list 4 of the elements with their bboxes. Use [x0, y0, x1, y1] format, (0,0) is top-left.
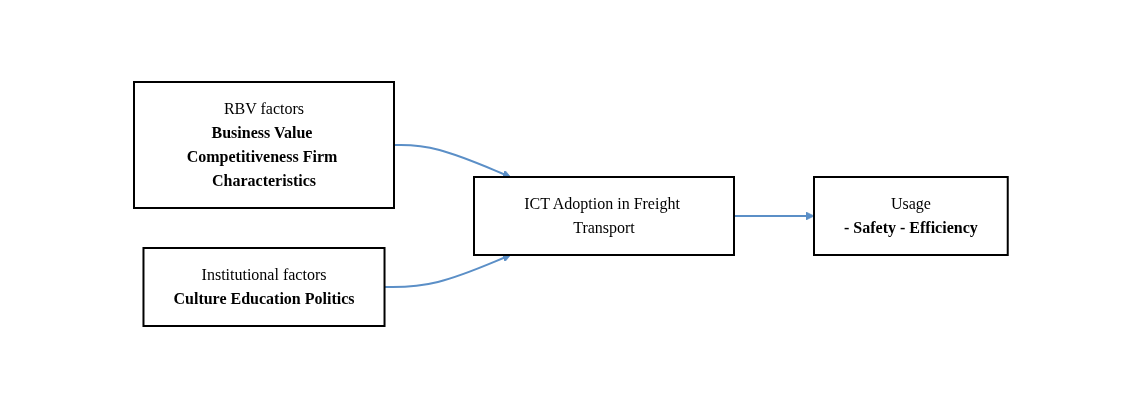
node-box: RBV factors Business Value Competitiveness Firm Characteristics [132, 80, 395, 209]
node-box: Usage - Safety - Efficiency [812, 175, 1009, 256]
node-box: Institutional factors Culture Education Politics [142, 246, 386, 327]
node-box: ICT Adoption in Freight Transport [472, 175, 735, 256]
